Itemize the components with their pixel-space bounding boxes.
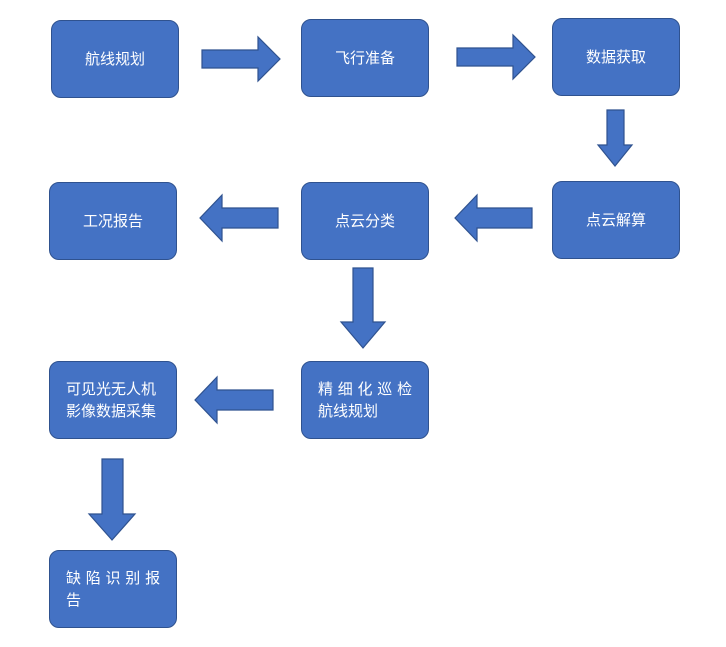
arrow-classification-to-condition bbox=[199, 193, 279, 243]
node-pointcloud-solving-label: 点云解算 bbox=[585, 211, 646, 229]
node-flight-prep-label: 飞行准备 bbox=[334, 49, 395, 67]
arrow-route-to-prep bbox=[201, 35, 281, 83]
arrow-fine-route-to-uav bbox=[194, 375, 274, 425]
node-condition-report: 工况报告 bbox=[49, 182, 177, 260]
node-condition-report-label: 工况报告 bbox=[82, 212, 143, 230]
node-data-acquisition-label: 数据获取 bbox=[585, 48, 646, 66]
node-pointcloud-classification: 点云分类 bbox=[301, 182, 429, 260]
node-defect-report: 缺 陷 识 别 报 告 bbox=[49, 550, 177, 628]
node-route-planning-label: 航线规划 bbox=[84, 50, 145, 68]
node-fine-inspection-route-label: 精 细 化 巡 检 航线规划 bbox=[318, 380, 413, 420]
node-defect-report-label: 缺 陷 识 别 报 告 bbox=[66, 569, 161, 609]
node-flight-prep: 飞行准备 bbox=[301, 19, 429, 97]
node-data-acquisition: 数据获取 bbox=[552, 18, 680, 96]
arrow-uav-to-defect bbox=[87, 458, 137, 541]
node-pointcloud-solving: 点云解算 bbox=[552, 181, 680, 259]
arrow-solving-to-classification bbox=[454, 193, 533, 243]
node-visible-light-uav: 可见光无人机 影像数据采集 bbox=[49, 361, 177, 439]
arrow-prep-to-data bbox=[456, 33, 536, 81]
arrow-data-to-solving bbox=[596, 109, 634, 167]
node-pointcloud-classification-label: 点云分类 bbox=[334, 212, 395, 230]
node-fine-inspection-route: 精 细 化 巡 检 航线规划 bbox=[301, 361, 429, 439]
node-route-planning: 航线规划 bbox=[51, 20, 179, 98]
node-visible-light-uav-label: 可见光无人机 影像数据采集 bbox=[66, 380, 157, 420]
arrow-classification-to-fine-route bbox=[339, 267, 387, 349]
